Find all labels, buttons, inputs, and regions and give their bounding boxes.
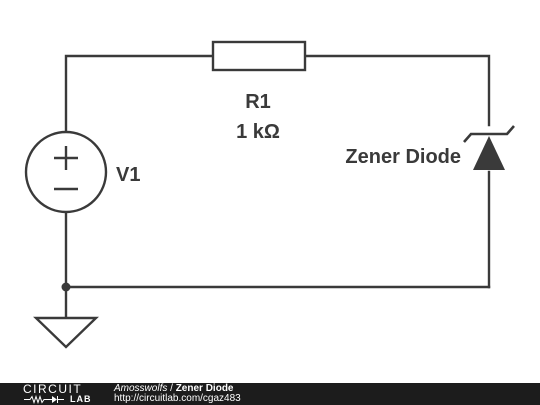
logo-wordmark-top: CIRCUIT [23, 382, 83, 396]
credit-line: Amosswolfs / Zener Diode [114, 384, 234, 394]
circuit-url-link[interactable]: http://circuitlab.com/cgaz483 [114, 393, 241, 404]
junction-dot [61, 282, 71, 292]
zener-diode-name-label: Zener Diode [345, 146, 461, 168]
zener-diode-triangle [473, 136, 505, 170]
logo-wordmark-bottom: LAB [70, 394, 92, 404]
top-right-wire [303, 54, 491, 127]
resistor-value-label: 1 kΩ [236, 121, 280, 143]
zener-diode-cathode-bar [463, 125, 515, 143]
zener-diode-symbol[interactable] [463, 125, 515, 170]
voltage-source-name-label: V1 [116, 164, 140, 186]
ground-symbol[interactable] [33, 316, 99, 349]
resistor-body[interactable] [211, 40, 307, 72]
voltage-source-circle [24, 130, 108, 214]
author-link[interactable]: Amosswolfs [114, 383, 168, 394]
credit-separator: / [167, 383, 176, 394]
circuit-title: Zener Diode [175, 383, 234, 394]
resistor-name-label: R1 [245, 91, 271, 113]
circuitlab-logo[interactable]: LAB [24, 394, 92, 405]
logo-resistor-diode-icon [24, 395, 64, 404]
circuit-schematic: R1 1 kΩ V1 Zener Diode [24, 40, 515, 349]
top-left-wire [64, 54, 215, 134]
footer-bar: CIRCUIT LAB Amosswolfs / Zener Diode htt… [0, 383, 540, 405]
voltage-source-symbol[interactable] [24, 130, 108, 214]
